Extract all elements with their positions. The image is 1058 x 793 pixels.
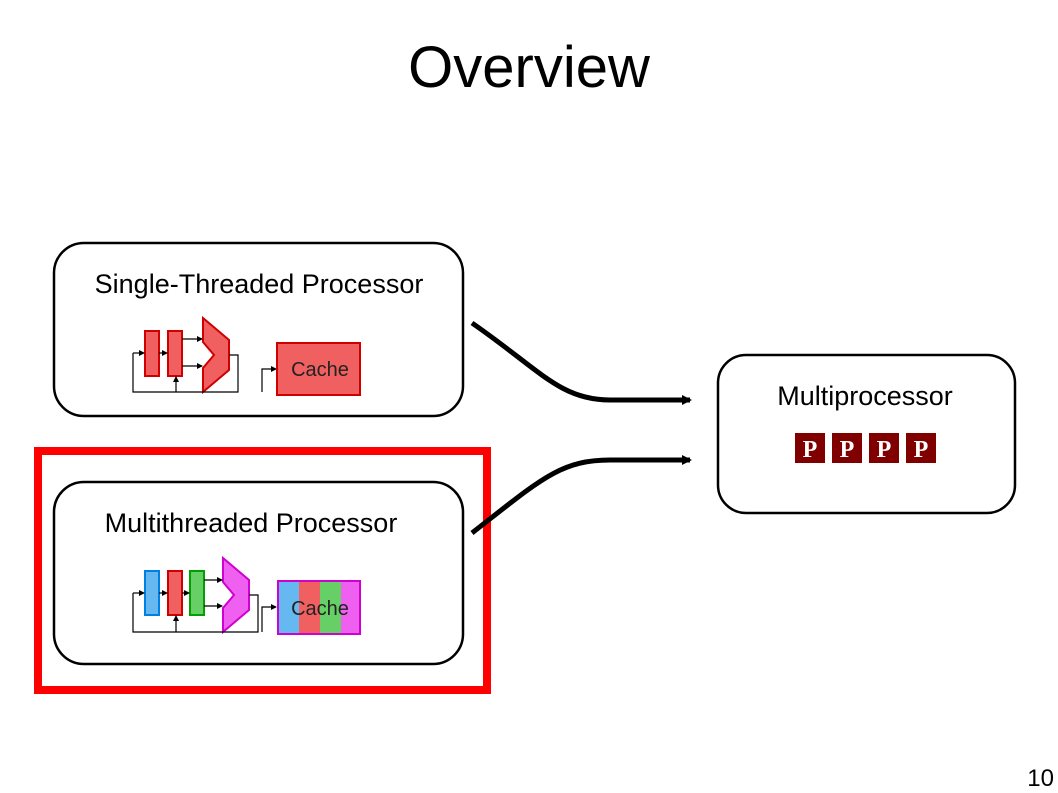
arrow-single-to-multiprocessor [470,320,692,405]
multiprocessor-label: Multiprocessor [777,381,953,411]
single-threaded-label: Single-Threaded Processor [95,269,424,299]
pipeline-register-green [189,570,205,616]
multi-cache [277,580,361,635]
single-cache-label: Cache [291,359,349,381]
slide-title: Overview [408,35,650,100]
processor-core [795,433,825,463]
processor-core-label: P [840,437,855,463]
multithreaded-processor-box: Multithreaded Processor [52,480,465,666]
single-thread-pipeline [132,315,277,395]
processor-core-label: P [803,437,818,463]
highlight-frame [34,447,491,694]
processor-core [906,433,936,463]
pipeline-register-red [167,570,183,616]
pipeline-register [144,330,160,377]
single-threaded-processor-box: Single-Threaded Processor Cache [52,241,465,418]
processor-core-label: P [914,437,929,463]
arrow-multithreaded-to-multiprocessor [470,455,692,535]
multi-cache-label: Cache [291,598,349,620]
page-number: 10 [1027,765,1054,792]
multi-thread-pipeline [132,555,277,635]
single-cache [276,342,361,396]
multithreaded-label: Multithreaded Processor [105,508,398,538]
processor-core [832,433,862,463]
alu-shape [202,315,230,395]
processor-core [869,433,899,463]
alu-shape [222,555,250,635]
pipeline-register-blue [144,570,160,616]
pipeline-register [167,330,183,377]
processor-core-label: P [877,437,892,463]
